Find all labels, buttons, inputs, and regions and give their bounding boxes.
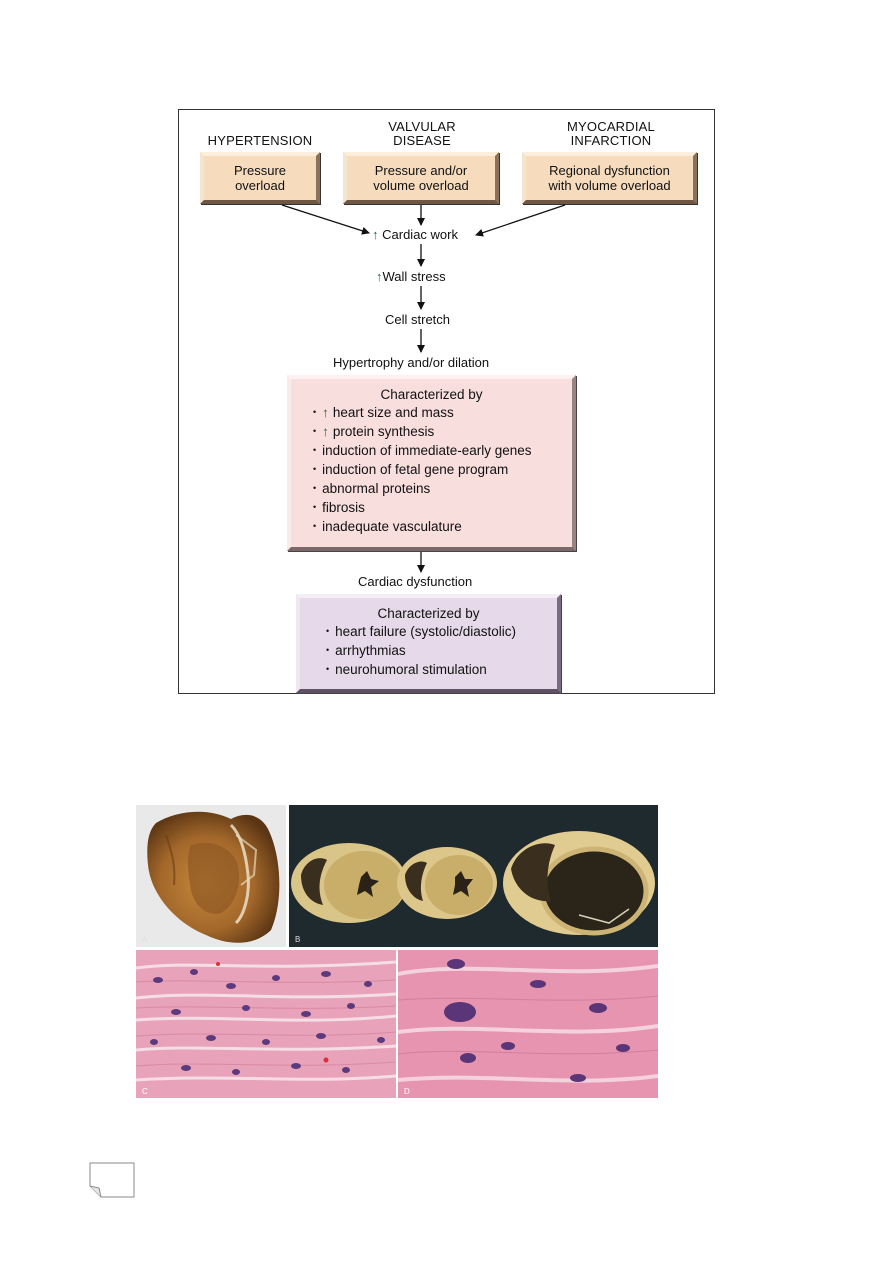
page-corner-icon xyxy=(89,1162,135,1198)
hypertrophy-list-item: • induction of immediate-early genes xyxy=(313,441,572,460)
cause-box-pressure-overload: Pressure overload xyxy=(200,152,320,204)
panel-c-normal-myocardium: C xyxy=(136,950,396,1098)
panel-label-c: C xyxy=(142,1087,148,1096)
cause-title-myocardial-infarction: MYOCARDIAL INFARCTION xyxy=(567,119,655,148)
cause-title-valvular-disease: VALVULAR DISEASE xyxy=(388,119,456,148)
heart-specimen-icon xyxy=(147,811,280,943)
panel-label-d: D xyxy=(404,1087,410,1096)
bullet-icon: • xyxy=(313,521,317,531)
bullet-icon: • xyxy=(326,664,330,674)
list-item-text: heart failure (systolic/diastolic) xyxy=(335,624,516,639)
panel-d-hypertrophied-myocardium: D xyxy=(398,950,658,1098)
step-wall-stress: ↑Wall stress xyxy=(376,269,446,284)
histology-icon xyxy=(398,959,658,1083)
hypertrophy-list-item: • inadequate vasculature xyxy=(313,517,572,536)
dysfunction-list-item: • arrhythmias xyxy=(326,641,557,660)
bullet-icon: • xyxy=(313,483,317,493)
list-item-text: induction of immediate-early genes xyxy=(322,443,532,458)
bullet-icon: • xyxy=(313,445,317,455)
hypertrophy-list-item: • abnormal proteins xyxy=(313,479,572,498)
panel-b-heart-cross-sections: B xyxy=(289,805,658,947)
up-arrow-icon: ↑ xyxy=(372,227,379,242)
bullet-icon: • xyxy=(313,407,317,417)
panel-a-gross-heart: A xyxy=(136,805,286,947)
hypertrophy-list: • ↑heart size and mass • ↑protein synthesis… xyxy=(313,403,572,536)
list-item-text: abnormal proteins xyxy=(322,481,431,496)
step-cardiac-dysfunction: Cardiac dysfunction xyxy=(358,574,473,589)
histology-icon xyxy=(136,960,396,1082)
step-cell-stretch: Cell stretch xyxy=(385,312,451,327)
bullet-icon: • xyxy=(313,464,317,474)
dysfunction-list-item: • neurohumoral stimulation xyxy=(326,660,557,679)
bullet-icon: • xyxy=(313,502,317,512)
list-item-text: protein synthesis xyxy=(332,424,435,439)
step-hypertrophy-dilation: Hypertrophy and/or dilation xyxy=(333,355,490,370)
up-arrow-icon: ↑ xyxy=(322,424,329,439)
dysfunction-list: • heart failure (systolic/diastolic) • arrh… xyxy=(326,622,557,679)
cause-title-hypertension: HYPERTENSION xyxy=(207,133,313,148)
list-item-text: fibrosis xyxy=(322,500,365,515)
up-arrow-icon: ↑ xyxy=(376,269,383,284)
bullet-icon: • xyxy=(313,426,317,436)
list-item-text: induction of fetal gene program xyxy=(322,462,509,477)
dysfunction-characteristics-box: Characterized by • heart failure (systoli… xyxy=(296,594,561,693)
up-arrow-icon: ↑ xyxy=(322,405,329,420)
list-item-text: inadequate vasculature xyxy=(322,519,462,534)
list-item-text: heart size and mass xyxy=(332,405,454,420)
pathology-figure: A B xyxy=(136,805,658,1098)
panel-label-a: A xyxy=(142,935,148,944)
cause-box-regional-dysfunction: Regional dysfunction with volume overloa… xyxy=(522,152,697,204)
panel-label-b: B xyxy=(295,935,301,944)
bullet-icon: • xyxy=(326,626,330,636)
hypertrophy-list-item: • ↑protein synthesis xyxy=(313,422,572,441)
list-item-text: neurohumoral stimulation xyxy=(335,662,487,677)
hypertrophy-list-item: • fibrosis xyxy=(313,498,572,517)
dysfunction-list-item: • heart failure (systolic/diastolic) xyxy=(326,622,557,641)
step-cardiac-work: ↑ Cardiac work xyxy=(372,227,458,242)
arrow-infarction-to-work xyxy=(475,204,566,237)
hypertrophy-list-item: • ↑heart size and mass xyxy=(313,403,572,422)
heart-slices-icon xyxy=(291,831,655,936)
hypertrophy-list-item: • induction of fetal gene program xyxy=(313,460,572,479)
hypertrophy-heading: Characterized by xyxy=(380,387,483,402)
flow-arrows xyxy=(281,204,566,573)
bullet-icon: • xyxy=(326,645,330,655)
list-item-text: arrhythmias xyxy=(335,643,406,658)
dysfunction-heading: Characterized by xyxy=(377,606,480,621)
hypertrophy-characteristics-box: Characterized by • ↑heart size and mass • ↑… xyxy=(287,375,576,551)
arrow-hypertension-to-work xyxy=(281,204,370,235)
cause-box-pressure-volume-overload: Pressure and/or volume overload xyxy=(343,152,499,204)
